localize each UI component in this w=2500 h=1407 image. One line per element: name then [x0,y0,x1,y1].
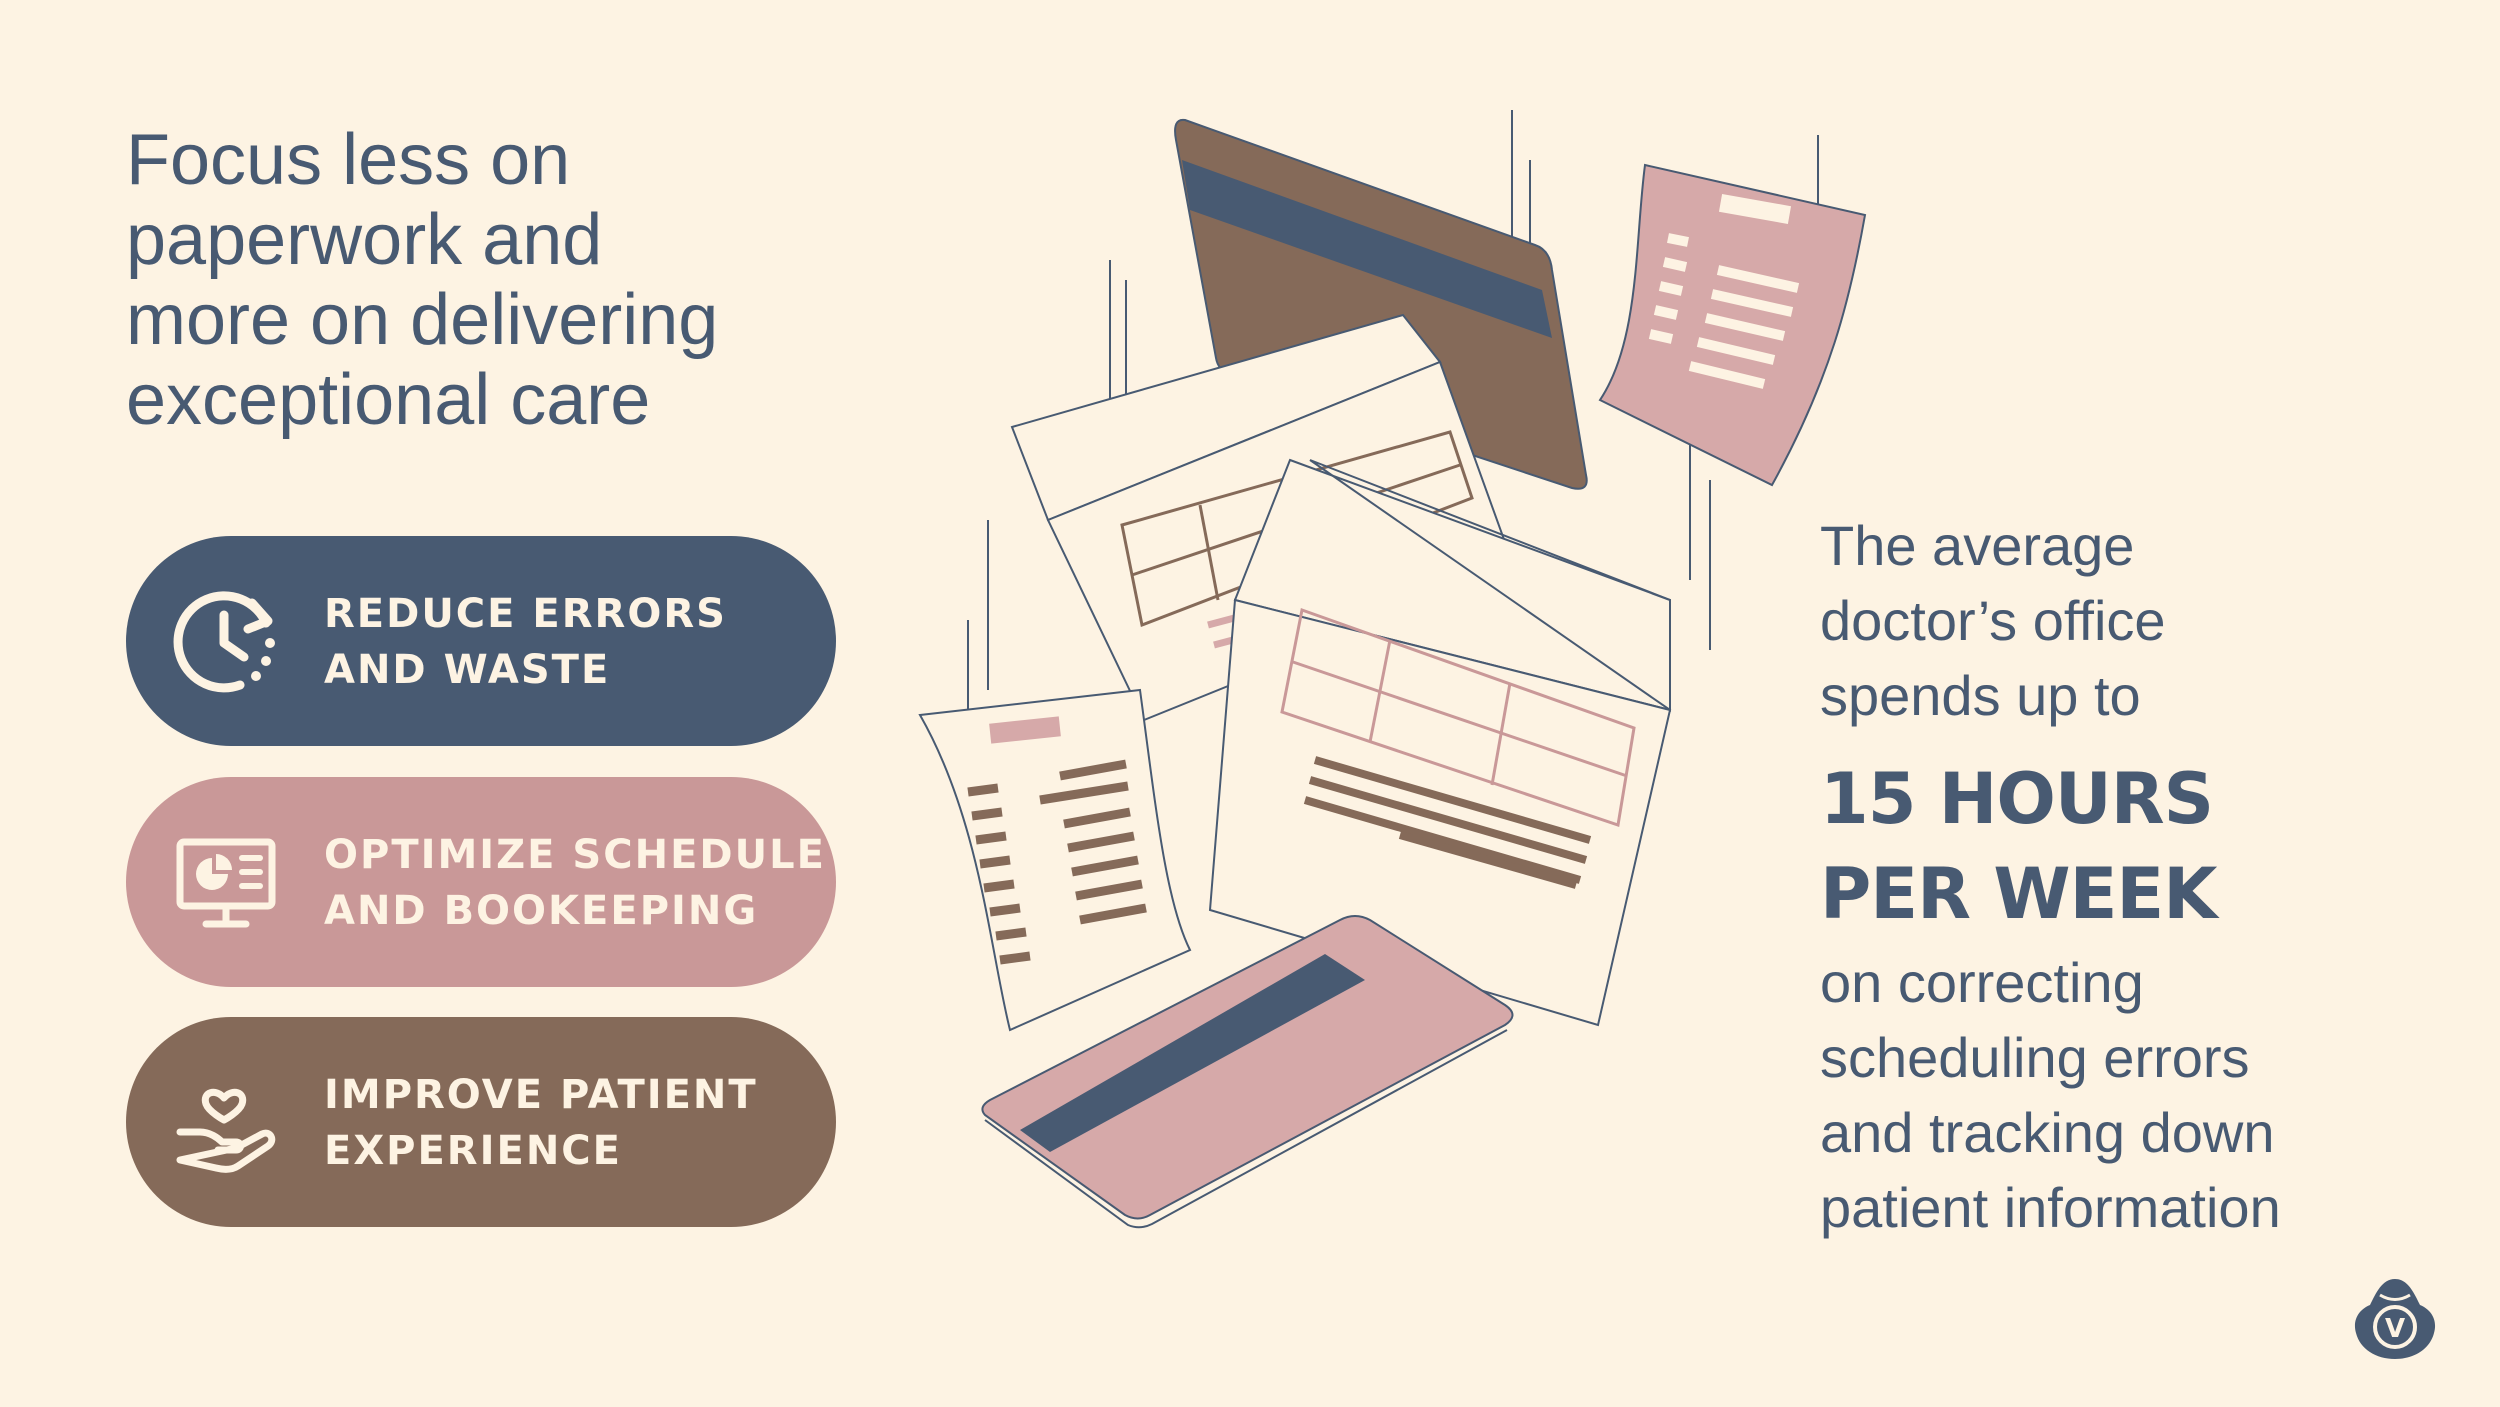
benefit-label-line: EXPERIENCE [324,1128,622,1174]
credit-card-pink [981,915,1514,1229]
stat-highlight: 15 HOURS PER WEEK [1820,752,2460,942]
stat-intro-line: The average [1820,514,2135,577]
benefit-label-line: OPTIMIZE SCHEDULE [324,832,826,878]
stat-intro-line: spends up to [1820,664,2141,727]
stat-highlight-line: 15 HOURS [1820,758,2214,840]
hand-heart-icon [176,1088,276,1173]
benefit-pill-improve-experience: IMPROVE PATIENT EXPERIENCE [126,1017,836,1227]
headline-line: more on delivering [126,280,719,360]
clock-refresh-icon [173,591,275,693]
brand-logo: V [2354,1279,2436,1359]
monitor-chart-icon [176,838,276,928]
receipt-pink [1598,163,1867,487]
headline-line: Focus less on [126,120,571,200]
stat-intro-line: doctor’s office [1820,589,2166,652]
benefit-pill-reduce-errors: REDUCE ERRORS AND WASTE [126,536,836,746]
headline: Focus less on paperwork and more on deli… [126,120,886,440]
benefit-label-line: REDUCE ERRORS [324,591,727,637]
brand-logo-letter: V [2385,1314,2405,1344]
paperwork-illustration [918,110,1867,1229]
stat-highlight-line: PER WEEK [1820,853,2217,935]
headline-line: exceptional care [126,360,651,440]
stat-detail-line: and tracking down [1820,1101,2275,1164]
credit-card-brown [1174,118,1588,490]
stat-detail-line: on correcting [1820,951,2144,1014]
benefit-pill-optimize-schedule: OPTIMIZE SCHEDULE AND BOOKEEPING [126,777,836,987]
stat-detail-line: scheduling errors [1820,1026,2250,1089]
form-document-front [1208,458,1672,1027]
benefit-label: OPTIMIZE SCHEDULE AND BOOKEEPING [324,827,824,939]
stat-detail: on correcting scheduling errors and trac… [1820,945,2460,1245]
benefit-label-line: AND BOOKEEPING [324,888,759,934]
stat-intro: The average doctor’s office spends up to [1820,508,2460,733]
receipt-cream [918,688,1192,1032]
benefit-label: IMPROVE PATIENT EXPERIENCE [324,1067,824,1179]
benefit-label-line: IMPROVE PATIENT [324,1072,758,1118]
benefit-label-line: AND WASTE [324,647,611,693]
benefit-label: REDUCE ERRORS AND WASTE [324,586,824,698]
headline-line: paperwork and [126,200,603,280]
stat-detail-line: patient information [1820,1176,2281,1239]
